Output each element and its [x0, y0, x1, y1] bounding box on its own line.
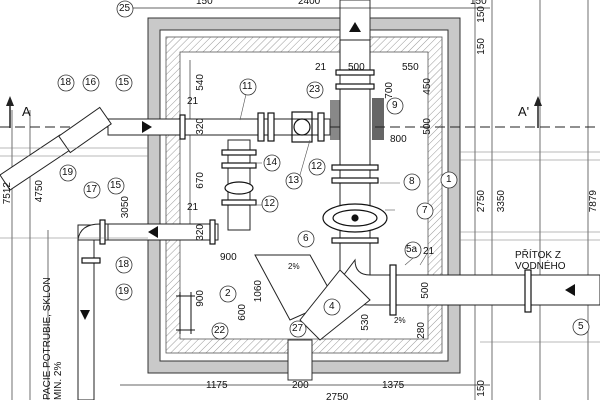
label-18-top: 18	[60, 77, 72, 88]
dim-320-top: 320	[195, 118, 206, 135]
dim-800: 800	[390, 134, 407, 145]
label-21-lower: 21	[187, 202, 199, 213]
dim-bottom-2750: 2750	[326, 392, 349, 403]
dim-left-3050: 3050	[120, 196, 131, 219]
dim-540: 540	[195, 74, 206, 91]
slope-2pct-a: 2%	[288, 262, 300, 271]
dim-right-7879: 7879	[588, 190, 599, 213]
dim-bottom-1375: 1375	[382, 380, 405, 391]
ladder	[176, 292, 195, 334]
dim-280: 280	[416, 322, 427, 339]
dim-500-mid: 500	[422, 118, 433, 135]
label-21-riser: 21	[315, 62, 327, 73]
label-2: 2	[225, 288, 231, 299]
dim-bottom-1175: 1175	[206, 380, 228, 391]
dim-550: 550	[402, 62, 419, 73]
label-4: 4	[329, 301, 335, 312]
dim-320-bottom: 320	[195, 224, 206, 241]
label-21-inflow: 21	[423, 246, 435, 257]
label-27: 27	[292, 323, 304, 334]
label-6: 6	[303, 233, 309, 244]
dim-top-mid: 2400	[298, 0, 321, 7]
label-22: 22	[214, 325, 226, 336]
label-12-left: 12	[264, 198, 276, 209]
label-19-bottom: 19	[118, 286, 130, 297]
dim-left-4750: 4750	[34, 180, 45, 203]
dim-right-150a: 150	[476, 6, 487, 23]
terrain-lines	[0, 147, 600, 343]
label-18-bottom: 18	[118, 259, 130, 270]
dim-450: 450	[422, 78, 433, 95]
section-label-a-prime: A'	[518, 104, 530, 119]
arrow-left-lower	[148, 226, 158, 238]
label-1: 1	[446, 174, 452, 185]
arrow-right-upper	[142, 121, 152, 133]
label-5: 5	[578, 321, 584, 332]
dim-right-150c: 150	[476, 380, 487, 397]
note-outflow: PACIE POTRUBIE, SKLON MIN. 2%	[42, 277, 64, 400]
dim-top-right: 150	[470, 0, 487, 7]
label-15-top: 15	[118, 77, 130, 88]
label-23: 23	[309, 84, 321, 95]
label-11: 11	[242, 81, 253, 92]
label-circles	[57, 0, 590, 340]
dim-right-3350: 3350	[496, 190, 507, 213]
label-9: 9	[392, 100, 398, 111]
dim-left-7512: 7512	[2, 182, 13, 205]
label-8: 8	[409, 176, 415, 187]
dim-1060: 1060	[253, 280, 264, 303]
dim-500-right: 500	[420, 282, 431, 299]
dim-500-top: 500	[348, 62, 365, 73]
label-16: 16	[85, 77, 97, 88]
arrow-left-inflow	[565, 284, 575, 296]
label-25: 25	[119, 3, 131, 14]
dim-right-2750: 2750	[476, 190, 487, 213]
label-15-mid: 15	[110, 180, 122, 191]
dim-670: 670	[195, 172, 206, 189]
dim-right-150b: 150	[476, 38, 487, 55]
dim-900-h: 900	[220, 252, 237, 263]
dim-900-v: 900	[195, 290, 206, 307]
label-19-top: 19	[62, 167, 74, 178]
dim-top-left: 150	[196, 0, 213, 7]
flow-arrows	[80, 22, 575, 320]
dim-700: 700	[384, 82, 395, 99]
label-5a: 5a	[406, 244, 418, 255]
dim-600: 600	[237, 304, 248, 321]
slope-2pct-b: 2%	[394, 316, 406, 325]
valves	[224, 111, 388, 233]
label-17: 17	[86, 184, 98, 195]
dim-530: 530	[360, 314, 371, 331]
flanges	[81, 69, 532, 316]
label-12-right: 12	[311, 161, 323, 172]
arrow-in-top	[349, 22, 361, 32]
section-label-a: A	[22, 104, 31, 119]
label-7: 7	[422, 205, 428, 216]
note-inflow: PŘÍTOK Z VODNÉHO	[515, 250, 566, 272]
arrow-down-outflow	[80, 310, 90, 320]
dim-bottom-200: 200	[292, 380, 309, 391]
label-21-top: 21	[187, 96, 199, 107]
dimension-lines	[11, 0, 589, 400]
label-14: 14	[266, 157, 278, 168]
label-13: 13	[288, 175, 300, 186]
